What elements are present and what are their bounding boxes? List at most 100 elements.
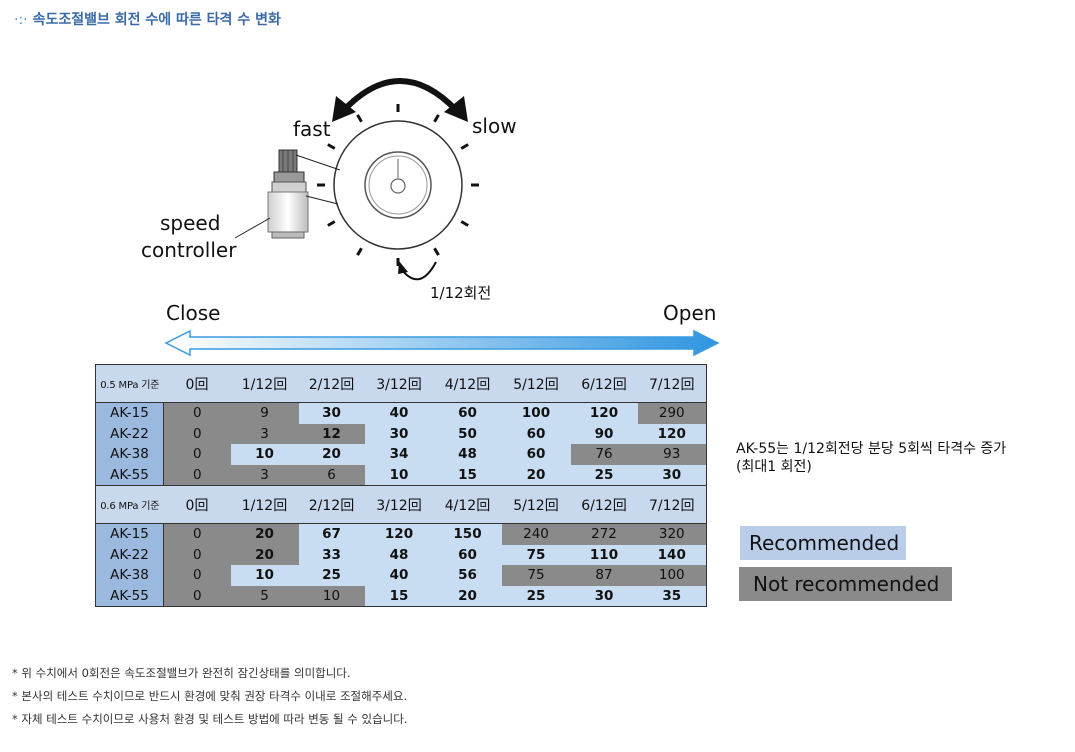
- ak55-note-line1: AK-55는 1/12회전당 분당 5회씩 타격수 증가: [736, 441, 1007, 457]
- value-cell: 20: [230, 523, 299, 545]
- close-open-arrow: [164, 329, 720, 357]
- column-header: 6/12回: [570, 485, 638, 524]
- value-cell: 56: [433, 565, 502, 586]
- value-cell: 35: [637, 585, 707, 607]
- value-cell: 10: [364, 464, 434, 486]
- value-cell: 140: [637, 544, 707, 565]
- footnote-3: * 자체 테스트 수치이므로 사용처 환경 및 테스트 방법에 따라 변동 될 …: [12, 712, 408, 726]
- model-cell: AK-38: [95, 565, 164, 586]
- page-title: ·:· 속도조절밸브 회전 수에 따른 타격 수 변화: [14, 9, 281, 29]
- value-cell: 33: [298, 544, 365, 565]
- value-cell: 25: [501, 585, 571, 607]
- value-cell: 3: [230, 423, 299, 444]
- controller-label: controller: [141, 238, 237, 262]
- dial-ticks: [317, 104, 479, 266]
- value-cell: 0: [163, 444, 231, 465]
- value-cell: 30: [570, 585, 638, 607]
- column-header: 5/12回: [501, 364, 571, 403]
- value-cell: 15: [364, 585, 434, 607]
- dial-tick: [460, 143, 469, 150]
- column-header: 3/12回: [364, 364, 434, 403]
- value-cell: 100: [637, 565, 707, 586]
- value-cell: 50: [433, 423, 502, 444]
- value-cell: 120: [637, 423, 707, 444]
- value-cell: 20: [298, 444, 365, 465]
- column-header: 4/12回: [433, 485, 502, 524]
- value-cell: 10: [230, 444, 299, 465]
- valve-diagram: [164, 78, 720, 357]
- dial-tick: [356, 247, 363, 256]
- value-cell: 87: [570, 565, 638, 586]
- speed-controller-icon: [234, 149, 341, 239]
- value-cell: 5: [230, 585, 299, 607]
- value-cell: 67: [298, 523, 365, 545]
- model-cell: AK-38: [95, 444, 164, 465]
- value-cell: 272: [570, 523, 638, 545]
- value-cell: 90: [570, 423, 638, 444]
- ak55-note-line2: (최대1 회전): [736, 459, 812, 475]
- page-title-text: 속도조절밸브 회전 수에 따른 타격 수 변화: [32, 12, 281, 28]
- model-cell: AK-22: [95, 423, 164, 444]
- value-cell: 30: [637, 464, 707, 486]
- value-cell: 40: [364, 402, 434, 424]
- value-cell: 60: [501, 444, 571, 465]
- legend-not-recommended: Not recommended: [739, 567, 952, 601]
- footnote-2: * 본사의 테스트 수치이므로 반드시 환경에 맞춰 권장 타격수 이내로 조절…: [12, 689, 408, 703]
- value-cell: 60: [433, 544, 502, 565]
- value-cell: 0: [163, 565, 231, 586]
- rotation-step-label: 1/12회전: [430, 284, 492, 302]
- column-header: 2/12回: [298, 485, 365, 524]
- value-cell: 20: [230, 544, 299, 565]
- speed-label: speed: [160, 211, 221, 235]
- model-cell: AK-15: [95, 523, 164, 545]
- value-cell: 48: [364, 544, 434, 565]
- value-cell: 40: [364, 565, 434, 586]
- value-cell: 25: [298, 565, 365, 586]
- value-cell: 0: [163, 464, 231, 486]
- model-cell: AK-22: [95, 544, 164, 565]
- value-cell: 30: [364, 423, 434, 444]
- ak55-note: AK-55는 1/12회전당 분당 5회씩 타격수 증가 (최대1 회전): [736, 440, 1006, 476]
- value-cell: 0: [163, 423, 231, 444]
- value-cell: 150: [433, 523, 502, 545]
- value-cell: 30: [298, 402, 365, 424]
- close-label: Close: [166, 301, 221, 325]
- value-cell: 110: [570, 544, 638, 565]
- value-cell: 120: [364, 523, 434, 545]
- model-cell: AK-55: [95, 464, 164, 486]
- value-cell: 9: [230, 402, 299, 424]
- value-cell: 75: [501, 544, 571, 565]
- column-header: 5/12回: [501, 485, 571, 524]
- rotation-direction-arrow: [332, 78, 468, 122]
- value-cell: 48: [433, 444, 502, 465]
- legend-recommended: Recommended: [740, 526, 906, 560]
- bullet-icon: ·:·: [14, 12, 28, 28]
- value-cell: 25: [570, 464, 638, 486]
- value-cell: 0: [163, 402, 231, 424]
- column-header: 3/12回: [364, 485, 434, 524]
- column-header: 1/12回: [230, 364, 299, 403]
- pressure-label: 0.5 MPa 기준: [95, 364, 164, 403]
- column-header: 6/12回: [570, 364, 638, 403]
- value-cell: 3: [230, 464, 299, 486]
- dial-tick: [433, 247, 440, 256]
- value-cell: 10: [298, 585, 365, 607]
- value-cell: 20: [433, 585, 502, 607]
- model-cell: AK-15: [95, 402, 164, 424]
- dial-tick: [327, 143, 336, 150]
- column-header: 7/12回: [637, 485, 707, 524]
- dial-tick: [460, 220, 469, 227]
- fast-label: fast: [293, 117, 331, 141]
- column-header: 0回: [163, 485, 231, 524]
- footnote-1: * 위 수치에서 0회전은 속도조절밸브가 완전히 잠긴상태를 의미합니다.: [12, 666, 351, 680]
- value-cell: 10: [230, 565, 299, 586]
